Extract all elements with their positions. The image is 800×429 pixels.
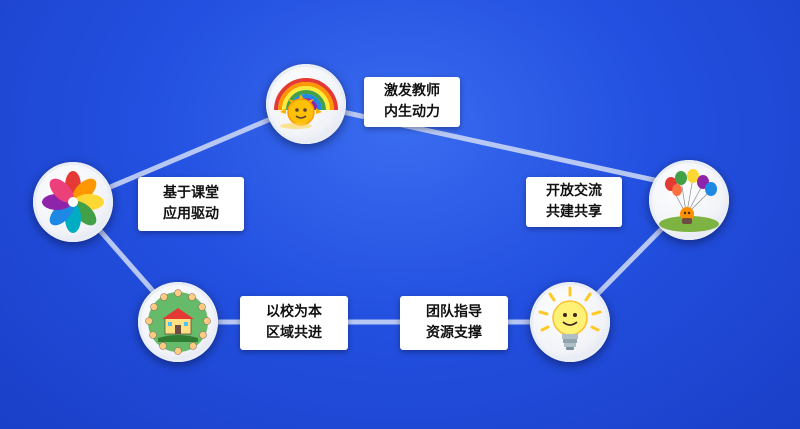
label-left-line1: 基于课堂 (163, 185, 219, 201)
label-bottom-left-line1: 以校为本 (266, 304, 322, 320)
label-bottom-right-line1: 团队指导 (426, 304, 482, 320)
rainbow-sun-icon (274, 78, 338, 129)
balloons-icon (659, 169, 719, 232)
label-top: 激发教师 内生动力 (364, 77, 460, 127)
label-top-line2: 内生动力 (384, 104, 440, 120)
node-bottom-right (530, 282, 610, 362)
lightbulb-icon (538, 286, 602, 350)
label-bottom-left-line2: 区域共进 (266, 325, 322, 341)
node-top (266, 64, 346, 144)
label-bottom-right-line2: 资源支撑 (426, 325, 482, 341)
node-left (33, 162, 113, 242)
label-left: 基于课堂 应用驱动 (138, 177, 244, 231)
pinwheel-flower-icon (42, 171, 104, 233)
label-right-line2: 共建共享 (546, 204, 602, 220)
node-right (649, 160, 729, 240)
label-right-line1: 开放交流 (546, 183, 602, 199)
label-bottom-left: 以校为本 区域共进 (240, 296, 348, 350)
label-top-line1: 激发教师 (384, 83, 440, 99)
node-bottom-left (138, 282, 218, 362)
label-left-line2: 应用驱动 (163, 206, 219, 222)
label-right: 开放交流 共建共享 (526, 177, 622, 227)
label-bottom-right: 团队指导 资源支撑 (400, 296, 508, 350)
campus-circle-icon (145, 289, 211, 355)
